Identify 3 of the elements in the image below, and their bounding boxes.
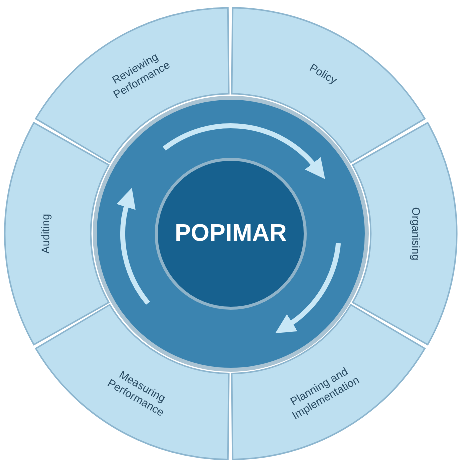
segment-label: Organising <box>408 206 422 263</box>
center-label: POPIMAR <box>174 220 287 248</box>
segment-label: Auditing <box>40 213 54 256</box>
